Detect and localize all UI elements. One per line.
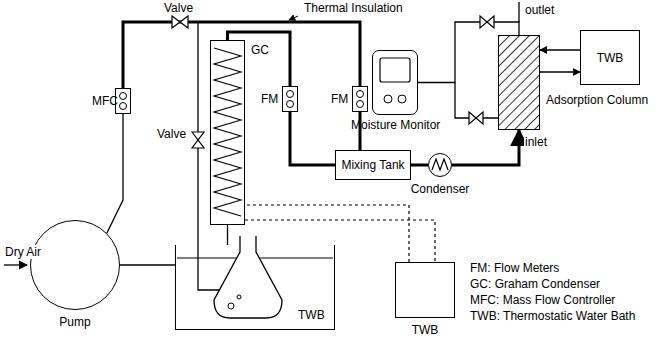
air-inlet-arrow xyxy=(4,264,27,265)
monitor-button xyxy=(398,95,406,103)
valve-symbol xyxy=(172,16,188,28)
pipe-line xyxy=(540,49,580,50)
node-text: Pump xyxy=(59,315,90,329)
node-text: FM xyxy=(261,92,278,106)
monitor-screen xyxy=(380,58,410,82)
adsorbent-bed xyxy=(499,36,539,129)
node-text: TWB xyxy=(597,51,624,65)
node-text: MFC xyxy=(92,94,118,108)
valve-symbol xyxy=(192,132,204,148)
legend-text: GC: Graham Condenser xyxy=(470,277,600,291)
port-label: inlet xyxy=(524,135,548,149)
node-text: Condenser xyxy=(411,182,470,196)
node-text: Adsorption Column xyxy=(546,93,648,107)
pipe-line xyxy=(290,112,335,165)
pipe-line xyxy=(411,164,428,167)
water-bath: TWB xyxy=(580,30,640,85)
pipe-line xyxy=(227,225,228,245)
graham-condenser: GC xyxy=(210,40,245,225)
leader-arrow xyxy=(289,16,298,20)
coil-stroke xyxy=(214,48,241,216)
meter-float xyxy=(287,91,294,98)
water-bath: TWB xyxy=(175,245,335,330)
pipe-line xyxy=(452,130,519,165)
legend-text: FM: Flow Meters xyxy=(470,261,559,275)
bubble xyxy=(237,295,241,299)
node-text: TWB xyxy=(412,323,439,337)
pipe-line xyxy=(540,71,580,72)
legend-text: TWB: Thermostatic Water Bath xyxy=(470,309,635,323)
condenser: Condenser xyxy=(428,153,452,177)
flow-meter: FM xyxy=(352,86,368,112)
node-text: GC xyxy=(251,43,269,57)
sample-line xyxy=(455,83,498,119)
valve-label: Valve xyxy=(156,127,187,141)
pipe-line xyxy=(107,114,123,233)
legend-row: MFC: Mass Flow Controller xyxy=(470,292,635,308)
flask xyxy=(214,236,282,318)
node-text: TWB xyxy=(298,308,325,322)
condenser-coil xyxy=(214,48,241,216)
legend-text: MFC: Mass Flow Controller xyxy=(470,293,615,307)
moisture-monitor: Moisture Monitor xyxy=(372,50,418,115)
monitor-button xyxy=(384,95,392,103)
mass-flow-controller: MFC xyxy=(115,88,131,114)
mixing-tank: Mixing Tank xyxy=(335,150,411,180)
flow-meter: FM xyxy=(282,86,298,112)
pipe-line xyxy=(245,205,409,262)
condenser-symbol xyxy=(432,159,448,170)
node-text: FM xyxy=(331,92,348,106)
valve-symbol xyxy=(469,112,483,124)
outlet-pipe xyxy=(518,2,519,22)
legend-row: GC: Graham Condenser xyxy=(470,276,635,292)
meter-float xyxy=(120,103,127,110)
legend-row: TWB: Thermostatic Water Bath xyxy=(470,308,635,324)
bubble xyxy=(228,303,234,309)
valve-symbol xyxy=(480,16,494,28)
meter-float xyxy=(357,91,364,98)
valve-label: Valve xyxy=(163,1,194,15)
inlet-label: Dry Air xyxy=(4,245,42,259)
port-label: outlet xyxy=(524,3,555,17)
meter-float xyxy=(357,101,364,108)
pipe-line xyxy=(245,220,435,262)
adsorption-column: Adsorption Column xyxy=(498,35,540,130)
pipe-line xyxy=(120,264,175,265)
legend: FM: Flow MetersGC: Graham CondenserMFC: … xyxy=(470,260,635,324)
meter-float xyxy=(287,101,294,108)
note-label: Thermal Insulation xyxy=(303,1,404,15)
legend-row: FM: Flow Meters xyxy=(470,260,635,276)
node-text: Moisture Monitor xyxy=(351,118,440,132)
water-bath: TWB xyxy=(395,262,455,318)
node-text: Mixing Tank xyxy=(341,158,404,172)
pipe-line xyxy=(418,22,519,83)
meter-float xyxy=(120,93,127,100)
pump: Pump xyxy=(30,220,120,310)
pipe-line xyxy=(123,22,360,88)
